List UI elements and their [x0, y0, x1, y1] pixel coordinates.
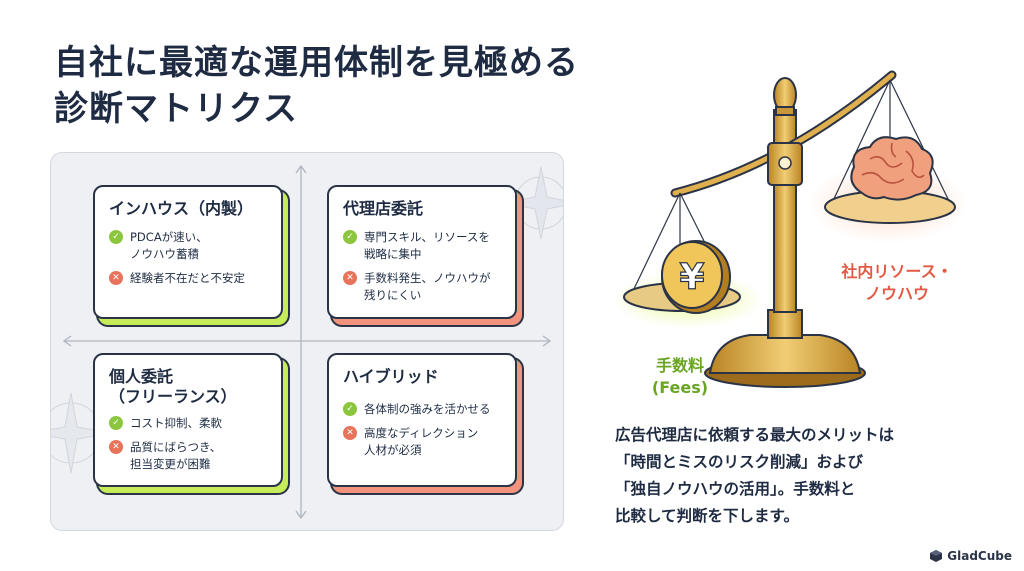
message-line: 比較して判断を下します。	[615, 507, 799, 525]
card-freelance-pro: ✓ コスト抑制、柔軟	[109, 415, 269, 432]
check-icon: ✓	[109, 416, 123, 430]
card-freelance-title: 個人委託 （フリーランス）	[109, 367, 269, 407]
pro-line: PDCAが速い、	[130, 230, 208, 244]
con-line: 高度なディレクション	[364, 426, 479, 440]
card-hybrid-pro: ✓ 各体制の強みを活かせる	[343, 401, 503, 418]
cross-icon: ✕	[343, 426, 357, 440]
cross-icon: ✕	[109, 271, 123, 285]
card-agency-pro: ✓ 専門スキル、リソースを 戦略に集中	[343, 229, 503, 263]
pro-line: 各体制の強みを活かせる	[364, 402, 491, 416]
cross-icon: ✕	[343, 271, 357, 285]
brain-icon	[850, 136, 934, 201]
card-agency-title: 代理店委託	[343, 199, 424, 218]
pro-line: ノウハウ蓄積	[130, 247, 199, 261]
card-agency-con: ✕ 手数料発生、ノウハウが 残りにくい	[343, 270, 503, 304]
summary-message: 広告代理店に依頼する最大のメリットは 「時間とミスのリスク削減」および 「独自ノ…	[615, 422, 975, 530]
diagnosis-matrix: インハウス（内製） ✓ PDCAが速い、 ノウハウ蓄積 ✕ 経験者不在だと不安定…	[50, 152, 564, 531]
pro-line: 専門スキル、リソースを	[364, 230, 490, 244]
balance-scale-icon: ¥	[613, 70, 968, 388]
logo-text: GladCube	[947, 549, 1012, 563]
card-freelance-title-2: （フリーランス）	[109, 387, 237, 406]
pro-line: コスト抑制、柔軟	[130, 416, 222, 430]
check-icon: ✓	[109, 230, 123, 244]
pro-line: 戦略に集中	[364, 247, 422, 261]
card-hybrid-con: ✕ 高度なディレクション 人材が必須	[343, 425, 503, 459]
card-inhouse-title: インハウス（内製）	[109, 199, 254, 218]
cross-icon: ✕	[109, 440, 123, 454]
label-line: 社内リソース・	[841, 262, 953, 281]
label-internal-resources: 社内リソース・ ノウハウ	[822, 261, 972, 305]
card-freelance-con: ✕ 品質にばらつき、 担当変更が困難	[109, 439, 269, 473]
card-inhouse-con: ✕ 経験者不在だと不安定	[109, 270, 269, 287]
matrix-axes	[51, 164, 563, 520]
page-title: 自社に最適な運用体制を見極める 診断マトリクス	[54, 40, 579, 132]
cube-logo-icon	[930, 550, 943, 562]
con-line: 残りにくい	[364, 288, 422, 302]
card-inhouse: インハウス（内製） ✓ PDCAが速い、 ノウハウ蓄積 ✕ 経験者不在だと不安定	[93, 185, 283, 319]
label-line: ノウハウ	[864, 284, 929, 303]
coin-symbol: ¥	[679, 257, 704, 298]
card-agency: 代理店委託 ✓ 専門スキル、リソースを 戦略に集中 ✕ 手数料発生、ノウハウが …	[327, 185, 517, 319]
con-line: 担当変更が困難	[130, 457, 211, 471]
label-line: (Fees)	[651, 378, 709, 397]
con-line: 経験者不在だと不安定	[130, 271, 245, 285]
brand-logo: GladCube	[929, 549, 1012, 563]
con-line: 手数料発生、ノウハウが	[364, 271, 491, 285]
check-icon: ✓	[343, 402, 357, 416]
message-line: 広告代理店に依頼する最大のメリットは	[615, 426, 895, 444]
con-line: 人材が必須	[364, 443, 422, 457]
card-freelance-title-1: 個人委託	[109, 367, 174, 386]
title-line-2: 診断マトリクス	[54, 89, 298, 129]
label-fees: 手数料 (Fees)	[640, 355, 720, 399]
card-hybrid-title: ハイブリッド	[343, 367, 439, 386]
card-inhouse-pro: ✓ PDCAが速い、 ノウハウ蓄積	[109, 229, 269, 263]
message-line: 「独自ノウハウの活用」。手数料と	[615, 480, 856, 498]
title-line-1: 自社に最適な運用体制を見極める	[54, 43, 579, 83]
yen-coin-icon: ¥	[661, 240, 731, 314]
message-line: 「時間とミスのリスク削減」および	[615, 453, 864, 471]
check-icon: ✓	[343, 230, 357, 244]
con-line: 品質にばらつき、	[130, 440, 222, 454]
card-hybrid: ハイブリッド ✓ 各体制の強みを活かせる ✕ 高度なディレクション 人材が必須	[327, 353, 517, 487]
card-freelance: 個人委託 （フリーランス） ✓ コスト抑制、柔軟 ✕ 品質にばらつき、 担当変更…	[93, 353, 283, 487]
label-line: 手数料	[655, 356, 704, 375]
